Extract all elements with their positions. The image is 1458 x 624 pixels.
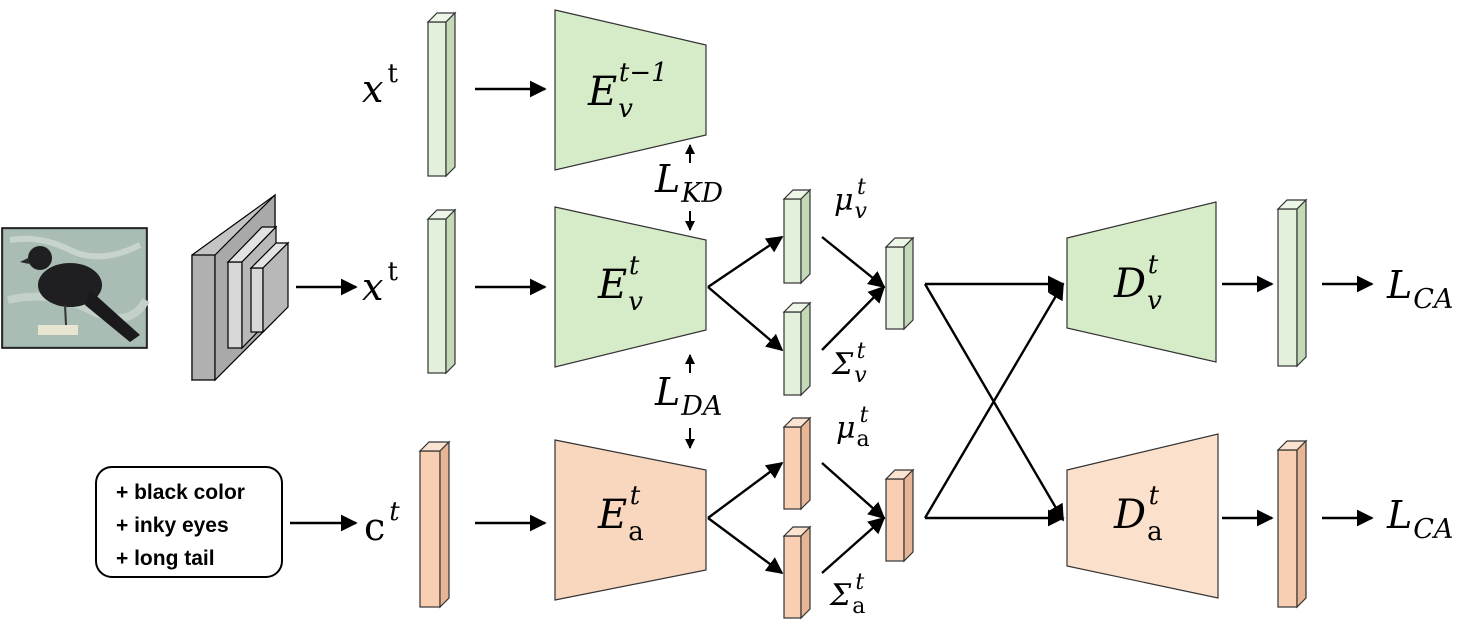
label-loss-ca-top: LCA (1386, 263, 1453, 315)
label-sigma-a: Σat (829, 570, 865, 619)
label-decoder-attribute: Dat (1113, 481, 1163, 547)
arrow-sigma-v-to-zv (821, 285, 886, 351)
bar-ct (418, 440, 451, 609)
label-mu-v: μvt (834, 175, 868, 224)
arrow-ev-to-sigma-v (707, 286, 784, 352)
bar-z-v (884, 236, 915, 331)
bar-sigma-v (782, 301, 812, 397)
bar-z-a (884, 468, 915, 563)
arrow-ea-to-mu-a (707, 461, 784, 519)
bar-recon-a (1276, 439, 1308, 609)
label-loss-kd: LKD (654, 157, 723, 209)
label-encoder-previous: Evt−1 (587, 58, 668, 124)
label-encoder-visual: Evt (597, 251, 643, 317)
attribute-line-2: + inky eyes (116, 514, 229, 537)
label-mu-a: μat (836, 403, 870, 452)
attribute-text-box: + black color + inky eyes + long tail (95, 466, 283, 578)
arrow-ea-to-sigma-a (707, 517, 784, 575)
decoder-attribute (1066, 433, 1219, 599)
bar-recon-v (1276, 198, 1308, 368)
cnn-backbone (191, 193, 290, 382)
bar-mu-v (782, 188, 812, 285)
bar-xt-mid (426, 208, 457, 375)
encoder-previous (554, 9, 707, 171)
encoder-visual (554, 206, 707, 368)
arrow-mu-a-to-za (821, 462, 886, 520)
label-decoder-visual: Dvt (1113, 250, 1162, 316)
label-loss-ca-bottom: LCA (1386, 493, 1453, 545)
arrows (290, 80, 1374, 575)
decoder-visual (1066, 201, 1217, 363)
arrow-sigma-a-to-za (821, 516, 886, 574)
bar-mu-a (782, 416, 812, 511)
arrow-mu-v-to-zv (821, 236, 886, 289)
label-encoder-attribute: Eat (597, 481, 644, 547)
label-loss-da: LDA (654, 370, 722, 422)
arrow-ev-to-mu-v (707, 236, 784, 288)
encoder-attribute (554, 439, 707, 601)
label-sigma-v: Σvt (831, 339, 867, 388)
bar-sigma-a (782, 525, 812, 620)
bar-xt-top (426, 11, 457, 178)
attribute-line-3: + long tail (116, 547, 215, 570)
arrow-za-to-dv (923, 282, 1065, 519)
bird-photo (1, 227, 150, 349)
attribute-line-1: + black color (116, 481, 245, 504)
